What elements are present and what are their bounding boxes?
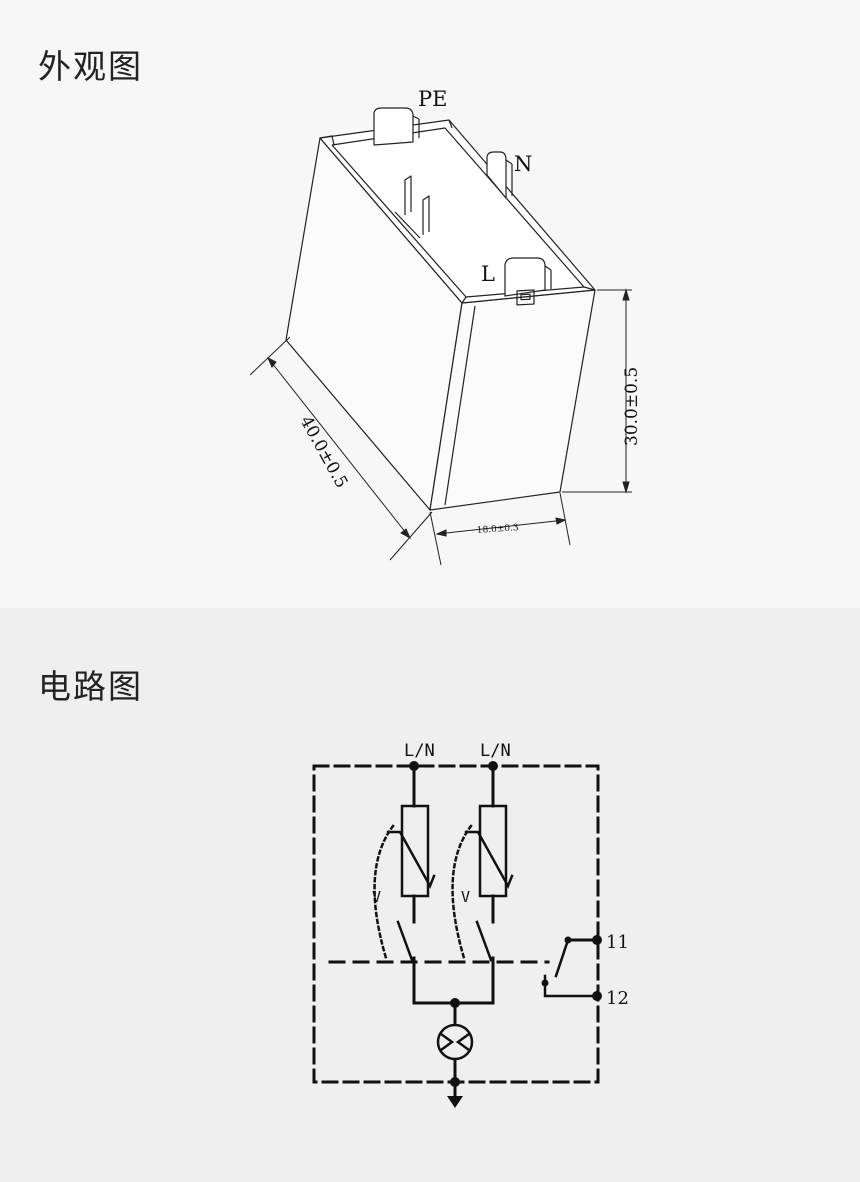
pe-label: PE [418,87,447,111]
node-contact-12 [592,991,602,1001]
ground-arrow-icon [447,1096,463,1108]
node-bottom-junction [450,998,460,1008]
contact-label-11: 11 [606,932,629,953]
gas-discharge-tube [436,1023,474,1061]
top-label-right: L/N [480,741,511,761]
appearance-drawing: PE N L 40.0±0.5 30.0±0.5 18.0±0.3 [249,87,642,566]
node-top-right [488,761,498,771]
width-dimension-label: 18.0±0.3 [477,523,520,536]
appearance-heading: 外观图 [38,47,143,86]
circuit-section: 电路图 [0,608,860,1182]
node-contact-11 [592,935,602,945]
l-terminal [504,257,546,297]
length-dimension-label: 40.0±0.5 [296,413,352,492]
l-label: L [481,262,495,286]
appearance-section: 外观图 [38,47,642,566]
height-dimension-label: 30.0±0.5 [622,367,642,446]
varistor-label-right: V [461,888,470,906]
node-ground [450,1077,460,1087]
top-label-left: L/N [404,741,435,761]
circuit-diagram: L/N L/N V V 11 12 [312,741,629,1108]
front-window [516,289,535,306]
n-terminal [486,151,507,199]
varistor-left [400,804,430,898]
node-top-left [409,761,419,771]
contact-label-12: 12 [606,988,629,1009]
pe-terminal [373,107,414,146]
circuit-heading: 电路图 [38,667,143,706]
varistor-label-left: V [372,888,381,906]
varistor-right [478,804,508,898]
n-label: N [514,152,532,176]
